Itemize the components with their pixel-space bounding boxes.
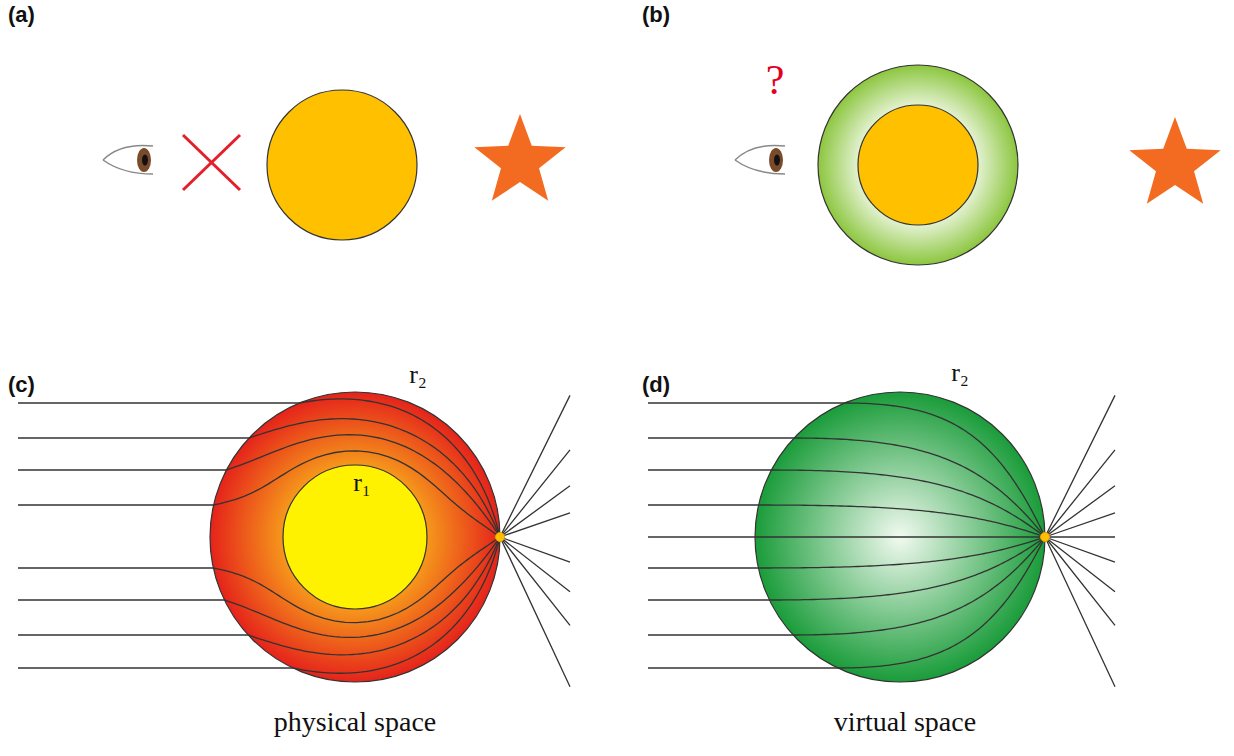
panel-label: (b) [642,2,670,27]
light-ray [18,486,570,638]
star-source [1129,117,1220,204]
light-ray [18,399,570,687]
light-ray [648,505,1115,562]
light-ray [18,450,570,655]
lens-outline [755,392,1045,682]
light-ray [648,513,1115,568]
object-circle [267,90,417,240]
light-ray [18,513,570,623]
object-circle [858,105,978,225]
light-ray [18,395,570,673]
panel-caption: physical space [274,706,437,738]
panel-label: (c) [8,372,35,397]
eye-icon [103,146,153,174]
lens-shell [210,392,500,682]
focal-point [1041,533,1050,542]
star-source [474,114,565,201]
panel-label: (d) [642,372,670,397]
lens-outline [210,392,500,682]
ray-paths [18,395,570,686]
radius-label: r₁ [353,468,371,498]
panel-caption: virtual space [834,706,976,738]
panel-label: (a) [8,2,35,27]
inner-core [283,465,427,609]
radius-label: r₂ [951,358,969,388]
ray-paths [648,395,1115,686]
focal-point [496,533,505,542]
cloak-shell [818,65,1018,265]
question-mark: ? [766,56,785,104]
radius-label: r₂ [409,360,427,390]
eye-icon [735,146,785,174]
light-ray [18,419,570,626]
cross-mark [183,135,240,190]
